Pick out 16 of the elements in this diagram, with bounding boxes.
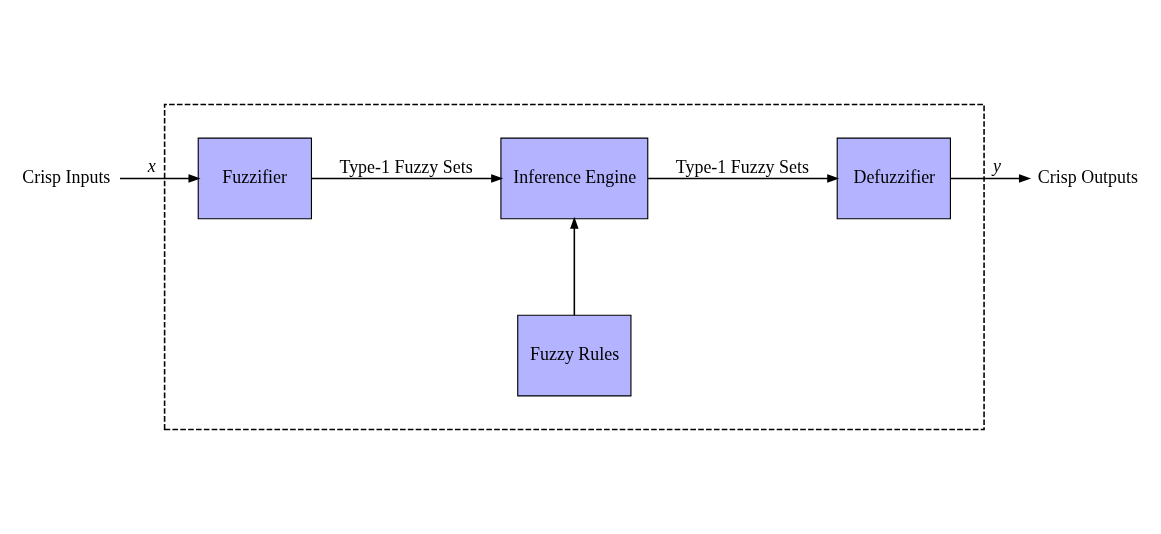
- edge-label: Type-1 Fuzzy Sets: [339, 156, 473, 177]
- arrow: [570, 216, 579, 316]
- arrow: [647, 174, 840, 183]
- arrow: [310, 174, 504, 183]
- node-box: Fuzzifier: [197, 137, 312, 220]
- node-box: Inference Engine: [500, 137, 649, 220]
- edge-label: y: [993, 155, 1001, 176]
- edge-label: Type-1 Fuzzy Sets: [675, 156, 809, 177]
- edge-label: x: [147, 155, 156, 176]
- cluster: [163, 103, 985, 431]
- node-box: Fuzzy Rules: [517, 314, 632, 397]
- node-text: Crisp Outputs: [1037, 166, 1138, 187]
- arrow: [119, 174, 201, 183]
- arrow: [949, 174, 1032, 183]
- node-box: Defuzzifier: [836, 137, 951, 220]
- node-text: Crisp Inputs: [22, 166, 111, 187]
